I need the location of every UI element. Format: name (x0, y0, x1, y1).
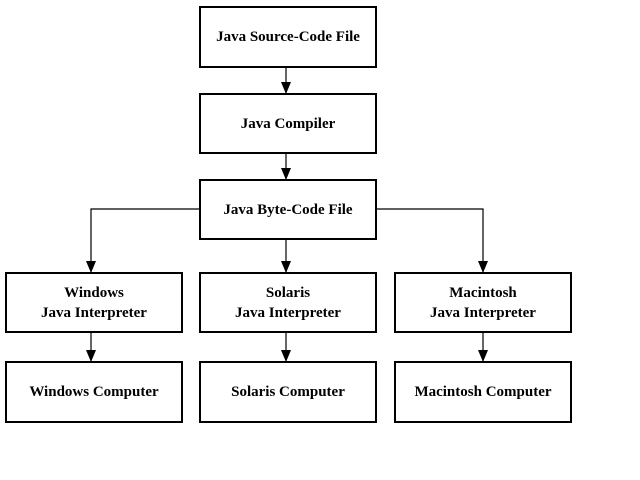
node-label-line2: Java Interpreter (235, 304, 341, 321)
node-label-line1: Windows (64, 284, 124, 301)
node-label: Macintosh Computer (414, 384, 552, 400)
node-label: Java Source-Code File (216, 29, 360, 45)
node-java-source-code-file: Java Source-Code File (199, 6, 377, 68)
node-windows-java-interpreter: Windows Java Interpreter (5, 272, 183, 333)
node-java-byte-code-file: Java Byte-Code File (199, 179, 377, 240)
node-label-line1: Solaris (265, 284, 311, 301)
arrow-bytecode-to-mac-interp (377, 208, 488, 273)
node-macintosh-java-interpreter: Macintosh Java Interpreter (394, 272, 572, 333)
node-label-line2: Java Interpreter (430, 304, 536, 321)
arrow-bytecode-to-windows-interp (86, 208, 199, 273)
node-label-line1: Macintosh (449, 284, 517, 301)
node-solaris-computer: Solaris Computer (199, 361, 377, 423)
node-label: Java Byte-Code File (223, 201, 353, 218)
node-label: Windows Computer (29, 384, 159, 400)
node-windows-computer: Windows Computer (5, 361, 183, 423)
node-label-line2: Java Interpreter (41, 304, 147, 321)
node-macintosh-computer: Macintosh Computer (394, 361, 572, 423)
node-label: Java Compiler (240, 115, 336, 132)
node-java-compiler: Java Compiler (199, 93, 377, 154)
node-solaris-java-interpreter: Solaris Java Interpreter (199, 272, 377, 333)
node-label: Solaris Computer (231, 384, 345, 400)
